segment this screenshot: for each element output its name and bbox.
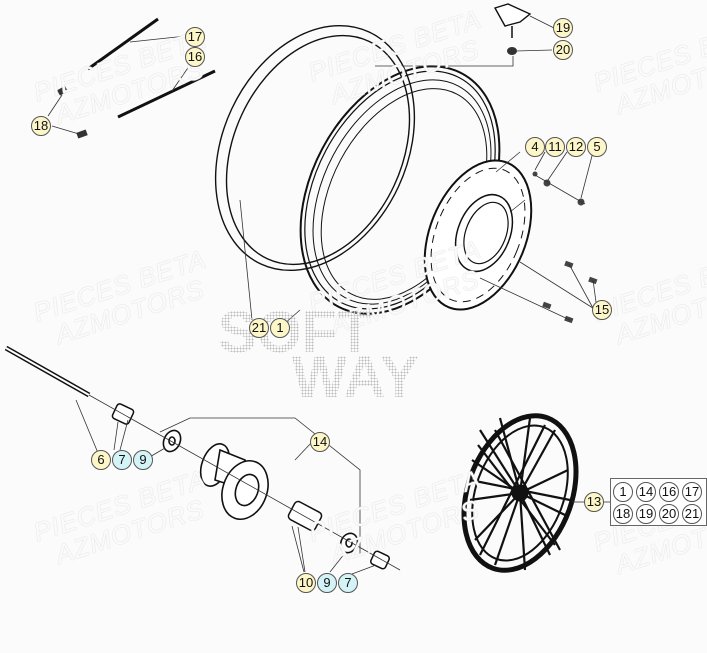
callout-21[interactable]: 21 — [249, 318, 269, 338]
leader-lines — [47, 15, 610, 575]
callout-9[interactable]: 9 — [133, 450, 153, 470]
callout-11[interactable]: 11 — [545, 137, 565, 157]
callout-17[interactable]: 17 — [185, 27, 205, 47]
callout-4[interactable]: 4 — [525, 137, 545, 157]
kit-13-contents-box: 1 14 16 17 18 19 20 21 — [610, 478, 707, 526]
brake-disc-icon — [423, 159, 533, 311]
callout-1[interactable]: 1 — [270, 318, 290, 338]
callout-10[interactable]: 10 — [296, 573, 316, 593]
kit-item[interactable]: 1 — [613, 482, 633, 502]
callout-18[interactable]: 18 — [31, 116, 51, 136]
kit-item[interactable]: 19 — [636, 504, 656, 524]
callout-16[interactable]: 16 — [185, 47, 205, 67]
rim-lock-icon — [493, 3, 532, 55]
callout-9[interactable]: 9 — [317, 573, 337, 593]
callout-12[interactable]: 12 — [566, 137, 586, 157]
complete-wheel-icon — [461, 413, 579, 573]
callout-13[interactable]: 13 — [584, 492, 604, 512]
softway-logo: SOFT — [218, 300, 373, 365]
kit-item[interactable]: 18 — [613, 504, 633, 524]
callout-7[interactable]: 7 — [338, 573, 358, 593]
callout-15[interactable]: 15 — [592, 300, 612, 320]
callout-5[interactable]: 5 — [587, 137, 607, 157]
kit-item[interactable]: 21 — [682, 504, 702, 524]
softway-logo: WAY — [292, 345, 419, 410]
callout-6[interactable]: 6 — [91, 450, 111, 470]
kit-item[interactable]: 16 — [659, 482, 679, 502]
callout-20[interactable]: 20 — [553, 40, 573, 60]
kit-item[interactable]: 17 — [682, 482, 702, 502]
spoke-nipple-icon — [57, 85, 88, 139]
rim-tape-icon — [214, 24, 416, 272]
axle-icon — [4, 345, 91, 398]
spoke-16-icon — [117, 69, 216, 119]
kit-item[interactable]: 20 — [659, 504, 679, 524]
kit-item[interactable]: 14 — [636, 482, 656, 502]
disc-hardware-icon — [532, 171, 598, 324]
spoke-17-icon — [87, 17, 159, 71]
callout-14[interactable]: 14 — [310, 432, 330, 452]
callout-19[interactable]: 19 — [553, 18, 573, 38]
callout-7[interactable]: 7 — [112, 450, 132, 470]
